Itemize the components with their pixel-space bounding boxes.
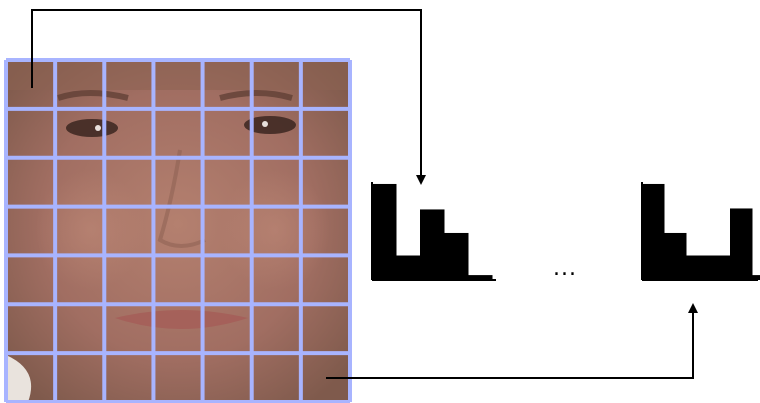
histogram-bar bbox=[444, 233, 469, 280]
face-image bbox=[6, 60, 350, 402]
histogram-1 bbox=[372, 182, 496, 280]
histogram-bar bbox=[642, 184, 665, 280]
histogram-bar bbox=[396, 256, 421, 281]
histogram-bar bbox=[664, 233, 687, 280]
histogram-bar bbox=[730, 208, 753, 280]
histogram-2 bbox=[642, 182, 760, 280]
arrow-bottom-right-cell-to-histogram-2 bbox=[326, 305, 693, 378]
histogram-bar bbox=[420, 209, 445, 280]
histogram-bar bbox=[372, 184, 397, 280]
ellipsis: ... bbox=[540, 256, 590, 281]
histogram-bar bbox=[686, 256, 709, 281]
histogram-bar bbox=[708, 256, 731, 281]
